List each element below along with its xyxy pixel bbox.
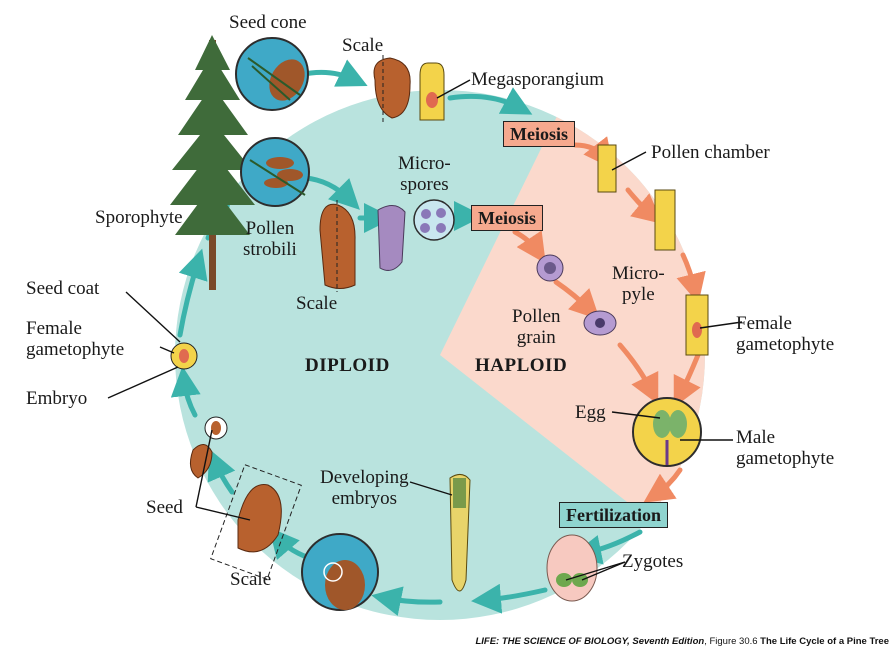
scale-bottom-label: Scale xyxy=(230,569,272,590)
haploid-label: HAPLOID xyxy=(475,355,568,376)
zygotes-icon xyxy=(546,534,598,602)
sporophyte-label: Sporophyte xyxy=(95,207,183,228)
pollen-grain-icon xyxy=(536,254,617,336)
pine-tree-icon xyxy=(170,35,255,290)
seed-icon xyxy=(170,342,198,370)
seed-cone-label: Seed cone xyxy=(229,12,307,33)
cycle-arrows xyxy=(170,59,643,616)
meiosis-step-2: Meiosis xyxy=(471,205,543,231)
micropyle-label: Micro-pyle xyxy=(612,263,665,305)
seed-coat-label: Seed coat xyxy=(26,278,100,299)
seed-icon xyxy=(189,416,302,580)
ovule-icon xyxy=(419,62,445,121)
developing-embryo-icon xyxy=(449,474,471,592)
leader-lines xyxy=(107,79,743,581)
microspores-label: Micro-spores xyxy=(398,153,451,195)
haploid-region xyxy=(440,110,705,520)
egg-fertilization-icon xyxy=(632,397,702,467)
scale-mid-label: Scale xyxy=(296,293,338,314)
figure-caption: LIFE: THE SCIENCE OF BIOLOGY, Seventh Ed… xyxy=(475,636,889,647)
zygotes-label: Zygotes xyxy=(622,551,684,572)
egg-label: Egg xyxy=(575,402,606,423)
scale-icon xyxy=(319,200,406,292)
seed-cone-icon xyxy=(235,37,309,111)
embryo-label: Embryo xyxy=(26,388,88,409)
scale-top-label: Scale xyxy=(342,35,384,56)
pollen-strobili-icon xyxy=(240,137,310,207)
ovule-icon xyxy=(597,144,709,356)
meiosis-step-1: Meiosis xyxy=(503,121,575,147)
microspores-icon xyxy=(413,199,455,241)
megasporangium-label: Megasporangium xyxy=(471,69,604,90)
seed-label: Seed xyxy=(146,497,183,518)
diploid-label: DIPLOID xyxy=(305,355,390,376)
pollen-chamber-label: Pollen chamber xyxy=(651,142,770,163)
cone-scale-icon xyxy=(301,533,379,611)
scale-icon xyxy=(373,55,411,125)
fertilization-step: Fertilization xyxy=(559,502,668,528)
